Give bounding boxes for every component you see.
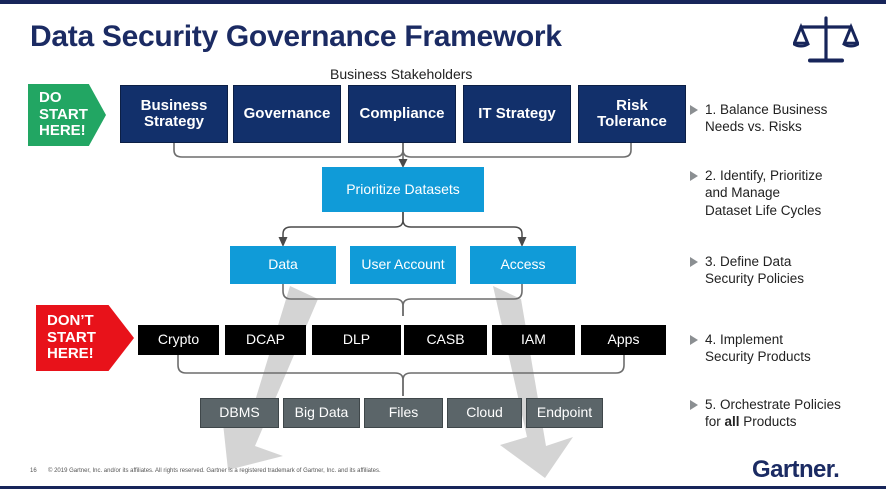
stakeholder-box-governance[interactable]: Governance (233, 85, 341, 143)
step-body: Identify, Prioritize and Manage Dataset … (705, 168, 823, 218)
triangle-bullet-icon (690, 400, 698, 410)
product-label: IAM (521, 331, 546, 348)
top-rule (0, 0, 886, 4)
product-label: CASB (426, 331, 465, 348)
step-number: 4. (705, 332, 717, 347)
step-item-4: 4. Implement Security Products (690, 331, 882, 366)
do-start-line-3: HERE! (39, 122, 86, 140)
step-text: 4. Implement Security Products (705, 331, 811, 366)
step-body: Balance Business Needs vs. Risks (705, 102, 828, 135)
product-label: DCAP (246, 331, 285, 348)
dataset-label: User Account (361, 256, 445, 273)
product-box-dcap[interactable]: DCAP (225, 325, 306, 355)
product-box-apps[interactable]: Apps (581, 325, 666, 355)
product-box-crypto[interactable]: Crypto (138, 325, 219, 355)
step-number: 2. (705, 168, 717, 183)
triangle-bullet-icon (690, 257, 698, 267)
step-number: 5. (705, 397, 717, 412)
dont-start-line-3: HERE! (47, 345, 94, 363)
dataset-label: Data (268, 256, 298, 273)
step-item-1: 1. Balance Business Needs vs. Risks (690, 101, 882, 136)
page-title: Data Security Governance Framework (30, 20, 562, 53)
triangle-bullet-icon (690, 335, 698, 345)
stakeholder-label: Business Strategy (140, 96, 208, 130)
product-box-iam[interactable]: IAM (492, 325, 575, 355)
dataset-box-user-account[interactable]: User Account (350, 246, 456, 284)
bottom-rule (0, 486, 886, 489)
dataset-box-access[interactable]: Access (470, 246, 576, 284)
step-body: Orchestrate Policies for all Products (705, 397, 841, 430)
do-start-line-1: DO (39, 88, 62, 106)
step-text: 5. Orchestrate Policies for all Products (705, 396, 841, 431)
triangle-bullet-icon (690, 171, 698, 181)
gartner-wordmark: Gartner (752, 456, 834, 483)
stakeholder-label: Governance (243, 104, 331, 122)
stakeholder-label: Compliance (359, 104, 445, 122)
repository-box-endpoint[interactable]: Endpoint (526, 398, 603, 428)
product-label: Apps (607, 331, 640, 348)
stakeholder-box-compliance[interactable]: Compliance (348, 85, 456, 143)
stakeholder-label: IT Strategy (478, 104, 556, 122)
step-text: 2. Identify, Prioritize and Manage Datas… (705, 167, 823, 219)
stakeholder-box-risk-tolerance[interactable]: Risk Tolerance (578, 85, 686, 143)
gartner-logo-dot: . (833, 456, 840, 483)
repository-label: Big Data (294, 404, 349, 421)
repository-label: Cloud (466, 404, 503, 421)
do-start-line-2: START (39, 105, 88, 123)
repository-label: Files (388, 404, 419, 421)
dataset-box-data[interactable]: Data (230, 246, 336, 284)
prioritize-datasets-label: Prioritize Datasets (346, 180, 460, 197)
repository-box-dbms[interactable]: DBMS (200, 398, 279, 428)
step-number: 1. (705, 102, 717, 117)
dont-start-here-banner: DON’T START HERE! (36, 305, 134, 371)
product-label: DLP (342, 331, 371, 348)
dont-start-line-1: DON’T (47, 311, 94, 329)
step-item-2: 2. Identify, Prioritize and Manage Datas… (690, 167, 882, 219)
repository-label: Endpoint (536, 404, 593, 421)
step-item-3: 3. Define Data Security Policies (690, 253, 882, 288)
gartner-logo: Gartner. (752, 456, 840, 484)
prioritize-datasets-box[interactable]: Prioritize Datasets (322, 167, 484, 212)
step-number: 3. (705, 254, 717, 269)
dataset-label: Access (500, 256, 546, 273)
product-label: Crypto (157, 331, 200, 348)
step-item-5: 5. Orchestrate Policies for all Products (690, 396, 882, 431)
copyright-notice: © 2019 Gartner, Inc. and/or its affiliat… (48, 468, 381, 474)
balance-scales-icon (792, 14, 860, 66)
product-box-dlp[interactable]: DLP (312, 325, 401, 355)
step-body: Define Data Security Policies (705, 254, 805, 287)
page-number: 16 (30, 468, 37, 474)
repository-box-files[interactable]: Files (364, 398, 443, 428)
repository-box-big-data[interactable]: Big Data (283, 398, 360, 428)
do-start-here-banner: DO START HERE! (28, 84, 106, 146)
stakeholder-box-it-strategy[interactable]: IT Strategy (463, 85, 571, 143)
step-text: 3. Define Data Security Policies (705, 253, 804, 288)
step-text: 1. Balance Business Needs vs. Risks (705, 101, 827, 136)
stakeholder-box-business-strategy[interactable]: Business Strategy (120, 85, 228, 143)
stakeholders-caption: Business Stakeholders (330, 66, 473, 82)
dont-start-line-2: START (47, 328, 96, 346)
product-box-casb[interactable]: CASB (404, 325, 487, 355)
triangle-bullet-icon (690, 105, 698, 115)
repository-box-cloud[interactable]: Cloud (447, 398, 522, 428)
stakeholder-label: Risk Tolerance (597, 96, 667, 130)
repository-label: DBMS (219, 404, 260, 421)
step-body: Implement Security Products (705, 332, 811, 365)
